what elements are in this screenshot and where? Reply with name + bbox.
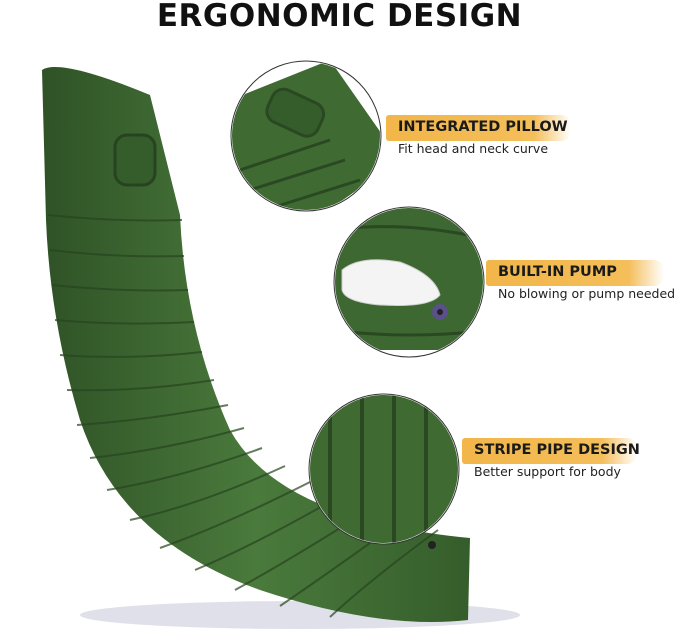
page-title: ERGONOMIC DESIGN [156,0,523,34]
sleeping-pad [42,67,470,623]
feature-stripe-pipe-design: STRIPE PIPE DESIGN Better support for bo… [462,438,640,479]
feature-built-in-pump: BUILT-IN PUMP No blowing or pump needed [486,260,676,301]
stripe-detail-circle [308,393,460,545]
pump-detail-circle [333,206,485,358]
feature-title: STRIPE PIPE DESIGN [474,442,640,458]
valve-icon [428,541,436,549]
brush-highlight [486,260,664,286]
feature-subtitle: No blowing or pump needed [498,286,676,301]
brush-highlight [386,115,571,141]
pillow-recess [113,133,157,187]
feature-subtitle: Better support for body [474,464,621,479]
feature-subtitle: Fit head and neck curve [398,141,549,156]
feature-title: BUILT-IN PUMP [498,264,617,280]
pillow-detail-circle [230,60,382,212]
feature-title: INTEGRATED PILLOW [398,119,568,135]
brush-highlight [462,438,637,464]
feature-integrated-pillow: INTEGRATED PILLOW Fit head and neck curv… [386,115,571,156]
